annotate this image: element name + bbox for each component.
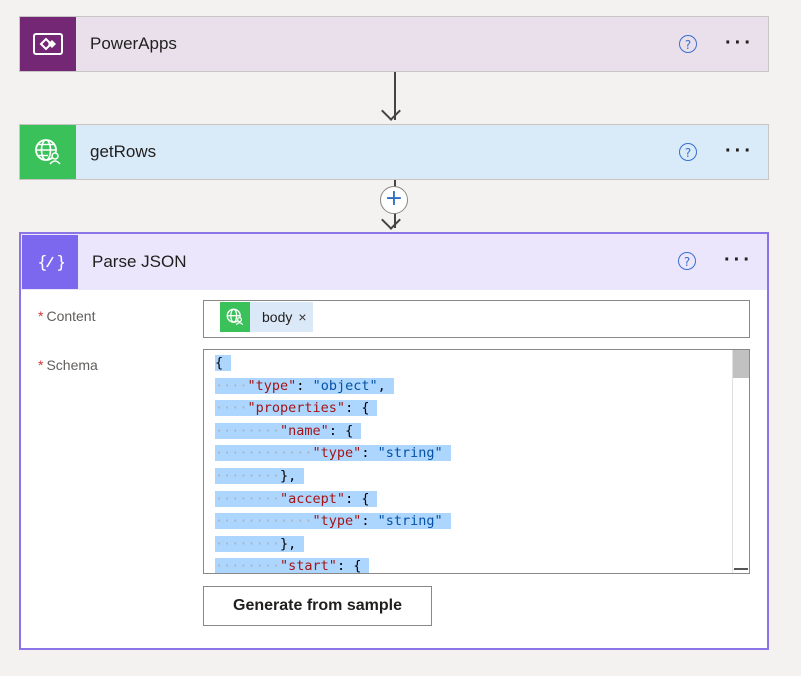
help-icon[interactable]: ? [679, 143, 697, 161]
required-marker: * [38, 357, 44, 373]
code-line: ········"accept": { [215, 488, 451, 511]
code-line: ············"type": "string" [215, 442, 451, 465]
selected-text: ········"name": { [215, 422, 362, 439]
schema-code[interactable]: { ····"type": "object", ····"properties": … [215, 352, 451, 573]
globe-user-icon [220, 302, 250, 332]
add-step-button[interactable]: + [380, 186, 408, 214]
scrollbar[interactable] [732, 350, 749, 573]
svg-text:}: } [56, 253, 64, 273]
selected-text: ········"start": { [215, 558, 370, 573]
card-title: getRows [90, 142, 157, 161]
code-line: { [215, 352, 451, 375]
connector-line [394, 72, 396, 120]
scrollbar-end [734, 568, 748, 570]
dynamic-content-token[interactable]: body × [220, 302, 313, 332]
content-label-text: Content [46, 308, 96, 324]
parse-json-header[interactable]: { } Parse JSON ? ··· [21, 234, 767, 290]
content-label: *Content [38, 308, 96, 324]
powerapps-icon [20, 17, 76, 71]
help-icon[interactable]: ? [678, 252, 696, 270]
remove-token-icon[interactable]: × [298, 309, 307, 325]
data-operation-icon: { } [22, 235, 78, 289]
selected-text: { [215, 355, 232, 371]
generate-from-sample-button[interactable]: Generate from sample [203, 586, 432, 626]
parse-json-card: { } Parse JSON ? ··· *Content body [19, 232, 769, 650]
selected-text: ····"type": "object", [215, 377, 394, 394]
code-line: ········"start": { [215, 555, 451, 573]
content-input[interactable]: body × [203, 300, 750, 338]
powerapps-card[interactable]: PowerApps ? ··· [19, 16, 769, 72]
code-line: ····"properties": { [215, 397, 451, 420]
svg-text:{: { [37, 253, 48, 273]
selected-text: ············"type": "string" [215, 445, 451, 462]
more-options-icon[interactable]: ··· [725, 140, 754, 162]
schema-editor[interactable]: { ····"type": "object", ····"properties": … [203, 349, 750, 574]
selected-text: ····"properties": { [215, 400, 378, 417]
selected-text: ········}, [215, 467, 305, 484]
getrows-card[interactable]: getRows ? ··· [19, 124, 769, 180]
schema-label: *Schema [38, 357, 98, 373]
selected-text: ············"type": "string" [215, 513, 451, 530]
selected-text: ········"accept": { [215, 490, 378, 507]
scrollbar-thumb[interactable] [733, 350, 749, 378]
token-label: body [262, 309, 293, 325]
connector-arrowhead [381, 101, 401, 121]
required-marker: * [38, 308, 44, 324]
more-options-icon[interactable]: ··· [724, 249, 753, 271]
globe-user-icon [20, 125, 76, 179]
help-icon[interactable]: ? [679, 35, 697, 53]
more-options-icon[interactable]: ··· [725, 32, 754, 54]
code-line: ········}, [215, 465, 451, 488]
schema-label-text: Schema [46, 357, 98, 373]
code-line: ············"type": "string" [215, 510, 451, 533]
card-title: Parse JSON [92, 252, 187, 271]
selected-text: ········}, [215, 535, 305, 552]
code-line: ····"type": "object", [215, 375, 451, 398]
card-title: PowerApps [90, 34, 177, 53]
code-line: ········}, [215, 533, 451, 556]
code-line: ········"name": { [215, 420, 451, 443]
